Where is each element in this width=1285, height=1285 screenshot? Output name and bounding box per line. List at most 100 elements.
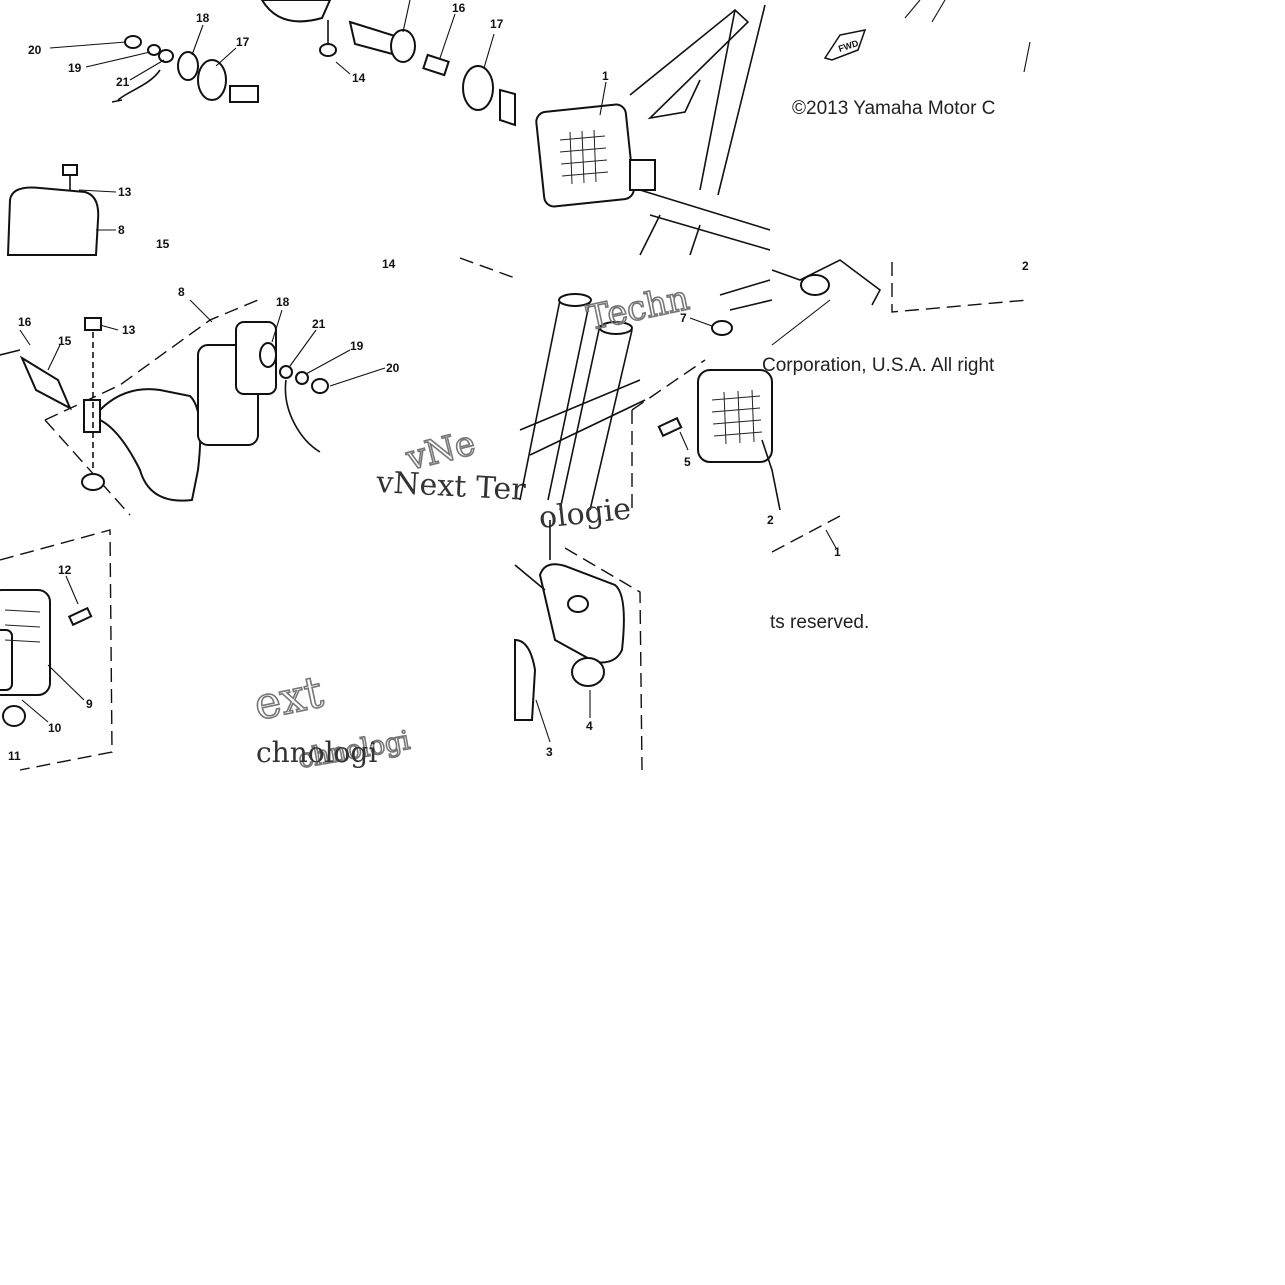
callout-12: 12 xyxy=(58,563,72,577)
leader-18 xyxy=(191,24,204,56)
gasket-bottom xyxy=(514,638,537,721)
callout-5: 5 xyxy=(684,455,691,469)
spacer-top xyxy=(422,53,450,77)
flasher-lens-1 xyxy=(535,103,635,208)
lens-grid-2 xyxy=(711,389,763,445)
leader-1 xyxy=(825,529,837,549)
bolt-head-left xyxy=(84,317,102,331)
callout-14-mid: 14 xyxy=(382,257,396,271)
gasket-3 xyxy=(0,629,13,691)
leader-13b xyxy=(99,324,119,331)
tile-bottom-center: 3 4 xyxy=(514,520,643,771)
watermark-chnologi: chnologi xyxy=(256,736,377,769)
callout-4: 4 xyxy=(586,719,593,733)
flasher-housing-left xyxy=(99,388,202,502)
dash-outline-center xyxy=(631,359,706,515)
grommet-mid xyxy=(259,342,277,368)
edge-line-1 xyxy=(904,0,921,19)
wire-lead xyxy=(117,69,161,101)
callout-16-top: 16 xyxy=(452,1,466,15)
nut-mid xyxy=(311,378,329,394)
callout-2: 2 xyxy=(767,513,774,527)
bulb-11 xyxy=(2,705,26,727)
fork-tube-1 xyxy=(519,299,591,501)
leader-8b xyxy=(189,299,213,323)
leader-9 xyxy=(47,664,85,701)
callout-21: 21 xyxy=(116,75,130,89)
bracket-left xyxy=(83,399,101,433)
leader-19 xyxy=(85,51,151,68)
leader-20b xyxy=(329,367,386,387)
ring-top xyxy=(462,65,494,111)
flasher-lens-2 xyxy=(697,369,773,463)
leader-3 xyxy=(535,699,551,743)
washer-part-2 xyxy=(158,49,174,63)
washer-mid-2 xyxy=(295,371,309,385)
callout-2-edge: 2 xyxy=(1022,259,1029,273)
copyright-line-2: Corporation, U.S.A. All right xyxy=(762,355,995,376)
callout-7: 7 xyxy=(680,311,687,325)
wire-bottom xyxy=(514,564,546,591)
callout-19: 19 xyxy=(68,61,82,75)
callout-10: 10 xyxy=(48,721,62,735)
screw-5 xyxy=(657,416,683,438)
dash-outline-bottom-left xyxy=(0,529,113,771)
callout-9: 9 xyxy=(86,697,93,711)
lens-grid-3 xyxy=(4,609,41,643)
callout-18: 18 xyxy=(196,11,210,25)
edge-line-3 xyxy=(1023,41,1031,73)
nut-7 xyxy=(711,320,733,336)
flasher-housing-3 xyxy=(538,563,625,664)
tile-mid-left: 16 15 13 8 xyxy=(0,285,259,516)
leader-15b xyxy=(47,344,61,371)
leader-1-top xyxy=(599,81,607,116)
callout-15: 15 xyxy=(156,237,170,251)
leader-17 xyxy=(215,47,237,67)
callout-18b: 18 xyxy=(276,295,290,309)
callout-8: 8 xyxy=(118,223,125,237)
callout-17-top: 17 xyxy=(490,17,504,31)
callout-3: 3 xyxy=(546,745,553,759)
nut-part xyxy=(124,35,142,49)
leader-5 xyxy=(679,431,689,451)
leader-17-top xyxy=(483,33,495,69)
callout-1-top: 1 xyxy=(602,69,609,83)
leader-14-top xyxy=(335,61,351,75)
callout-11: 11 xyxy=(8,749,21,763)
dash-outline-bottom-center xyxy=(564,547,643,771)
callout-16b: 16 xyxy=(18,315,32,329)
clamp-nut xyxy=(800,274,830,296)
leader-20 xyxy=(49,41,127,49)
wire-mid xyxy=(284,379,321,453)
watermark-vnext-ter: vNext Ter xyxy=(375,465,528,508)
fork-cap-1 xyxy=(558,293,592,307)
frame-bracket xyxy=(629,8,750,120)
dash-outline-left-2 xyxy=(44,419,131,516)
frame-legs xyxy=(639,214,701,256)
tile-top-right: FWD ©2013 Yamaha Motor C xyxy=(792,0,1031,119)
washer-part xyxy=(147,44,161,56)
stem-part xyxy=(229,85,259,103)
leader-13a xyxy=(78,189,117,193)
dash-outline-lower xyxy=(771,515,841,553)
bolt-head xyxy=(62,164,78,176)
leader-12 xyxy=(65,575,79,605)
leader-10 xyxy=(21,699,49,723)
leader-16-top xyxy=(439,13,456,59)
wire-left xyxy=(0,349,21,356)
frame-tube xyxy=(699,4,766,196)
leader-21 xyxy=(129,59,165,81)
grommet-top xyxy=(390,29,416,63)
fwd-arrow-icon: FWD xyxy=(823,29,867,61)
fork-bracket xyxy=(519,379,646,456)
nut-part-top xyxy=(319,43,337,57)
bulb-4 xyxy=(571,657,605,687)
leader-18b xyxy=(271,309,283,343)
lens-edge-top xyxy=(499,88,516,127)
callout-13b: 13 xyxy=(122,323,136,337)
cross-member xyxy=(639,189,771,251)
tile-top-center-right: 1 xyxy=(535,4,771,256)
callout-20: 20 xyxy=(28,43,42,57)
copyright-line-3: ts reserved. xyxy=(770,612,869,633)
